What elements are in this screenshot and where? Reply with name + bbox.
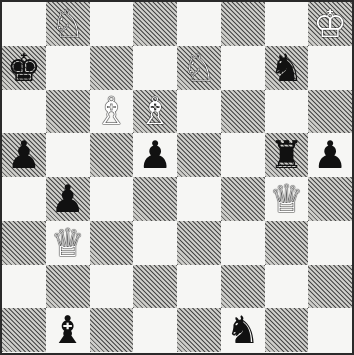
- square-e5[interactable]: [177, 133, 221, 177]
- square-c4[interactable]: [90, 177, 134, 221]
- white-knight-icon[interactable]: ♘: [177, 46, 221, 90]
- square-b1[interactable]: ♝: [46, 308, 90, 352]
- square-c6[interactable]: ♗: [90, 90, 134, 134]
- square-e6[interactable]: [177, 90, 221, 134]
- black-knight-icon[interactable]: ♞: [265, 46, 309, 90]
- square-f3[interactable]: [221, 221, 265, 265]
- square-d5[interactable]: ♟: [133, 133, 177, 177]
- square-a5[interactable]: ♟: [2, 133, 46, 177]
- square-b2[interactable]: [46, 265, 90, 309]
- square-h3[interactable]: [308, 221, 352, 265]
- square-f2[interactable]: [221, 265, 265, 309]
- black-king-icon[interactable]: ♚: [2, 46, 46, 90]
- square-f7[interactable]: [221, 46, 265, 90]
- square-g7[interactable]: ♞: [265, 46, 309, 90]
- square-c2[interactable]: [90, 265, 134, 309]
- square-g6[interactable]: [265, 90, 309, 134]
- square-d8[interactable]: [133, 2, 177, 46]
- white-bishop-icon[interactable]: ♗: [90, 90, 134, 134]
- black-knight-icon[interactable]: ♞: [221, 308, 265, 352]
- square-a3[interactable]: [2, 221, 46, 265]
- square-e8[interactable]: [177, 2, 221, 46]
- square-b6[interactable]: [46, 90, 90, 134]
- square-f5[interactable]: [221, 133, 265, 177]
- square-h1[interactable]: [308, 308, 352, 352]
- square-e2[interactable]: [177, 265, 221, 309]
- square-e1[interactable]: [177, 308, 221, 352]
- square-d1[interactable]: [133, 308, 177, 352]
- square-f6[interactable]: [221, 90, 265, 134]
- square-d3[interactable]: [133, 221, 177, 265]
- white-bishop-icon[interactable]: ♗: [133, 90, 177, 134]
- square-d6[interactable]: ♗: [133, 90, 177, 134]
- square-h8[interactable]: ♔: [308, 2, 352, 46]
- square-a4[interactable]: [2, 177, 46, 221]
- square-b4[interactable]: ♟: [46, 177, 90, 221]
- square-b8[interactable]: ♘: [46, 2, 90, 46]
- square-g5[interactable]: ♜: [265, 133, 309, 177]
- square-b5[interactable]: [46, 133, 90, 177]
- white-knight-icon[interactable]: ♘: [46, 2, 90, 46]
- white-queen-icon[interactable]: ♕: [46, 221, 90, 265]
- square-h2[interactable]: [308, 265, 352, 309]
- square-c7[interactable]: [90, 46, 134, 90]
- square-h6[interactable]: [308, 90, 352, 134]
- square-c3[interactable]: [90, 221, 134, 265]
- square-a7[interactable]: ♚: [2, 46, 46, 90]
- square-a8[interactable]: [2, 2, 46, 46]
- square-a1[interactable]: [2, 308, 46, 352]
- square-c8[interactable]: [90, 2, 134, 46]
- square-b3[interactable]: ♕: [46, 221, 90, 265]
- black-pawn-icon[interactable]: ♟: [46, 177, 90, 221]
- square-e7[interactable]: ♘: [177, 46, 221, 90]
- square-g3[interactable]: [265, 221, 309, 265]
- square-h4[interactable]: [308, 177, 352, 221]
- square-d2[interactable]: [133, 265, 177, 309]
- square-e3[interactable]: [177, 221, 221, 265]
- square-f8[interactable]: [221, 2, 265, 46]
- square-g1[interactable]: [265, 308, 309, 352]
- square-f4[interactable]: [221, 177, 265, 221]
- black-rook-icon[interactable]: ♜: [265, 133, 309, 177]
- black-pawn-icon[interactable]: ♟: [308, 133, 352, 177]
- white-king-icon[interactable]: ♔: [308, 2, 352, 46]
- white-queen-icon[interactable]: ♕: [265, 177, 309, 221]
- square-b7[interactable]: [46, 46, 90, 90]
- black-pawn-icon[interactable]: ♟: [2, 133, 46, 177]
- square-g2[interactable]: [265, 265, 309, 309]
- square-a6[interactable]: [2, 90, 46, 134]
- square-a2[interactable]: [2, 265, 46, 309]
- square-c5[interactable]: [90, 133, 134, 177]
- square-d7[interactable]: [133, 46, 177, 90]
- square-d4[interactable]: [133, 177, 177, 221]
- square-f1[interactable]: ♞: [221, 308, 265, 352]
- square-h7[interactable]: [308, 46, 352, 90]
- square-h5[interactable]: ♟: [308, 133, 352, 177]
- black-bishop-icon[interactable]: ♝: [46, 308, 90, 352]
- square-g4[interactable]: ♕: [265, 177, 309, 221]
- square-e4[interactable]: [177, 177, 221, 221]
- square-c1[interactable]: [90, 308, 134, 352]
- black-pawn-icon[interactable]: ♟: [133, 133, 177, 177]
- square-g8[interactable]: [265, 2, 309, 46]
